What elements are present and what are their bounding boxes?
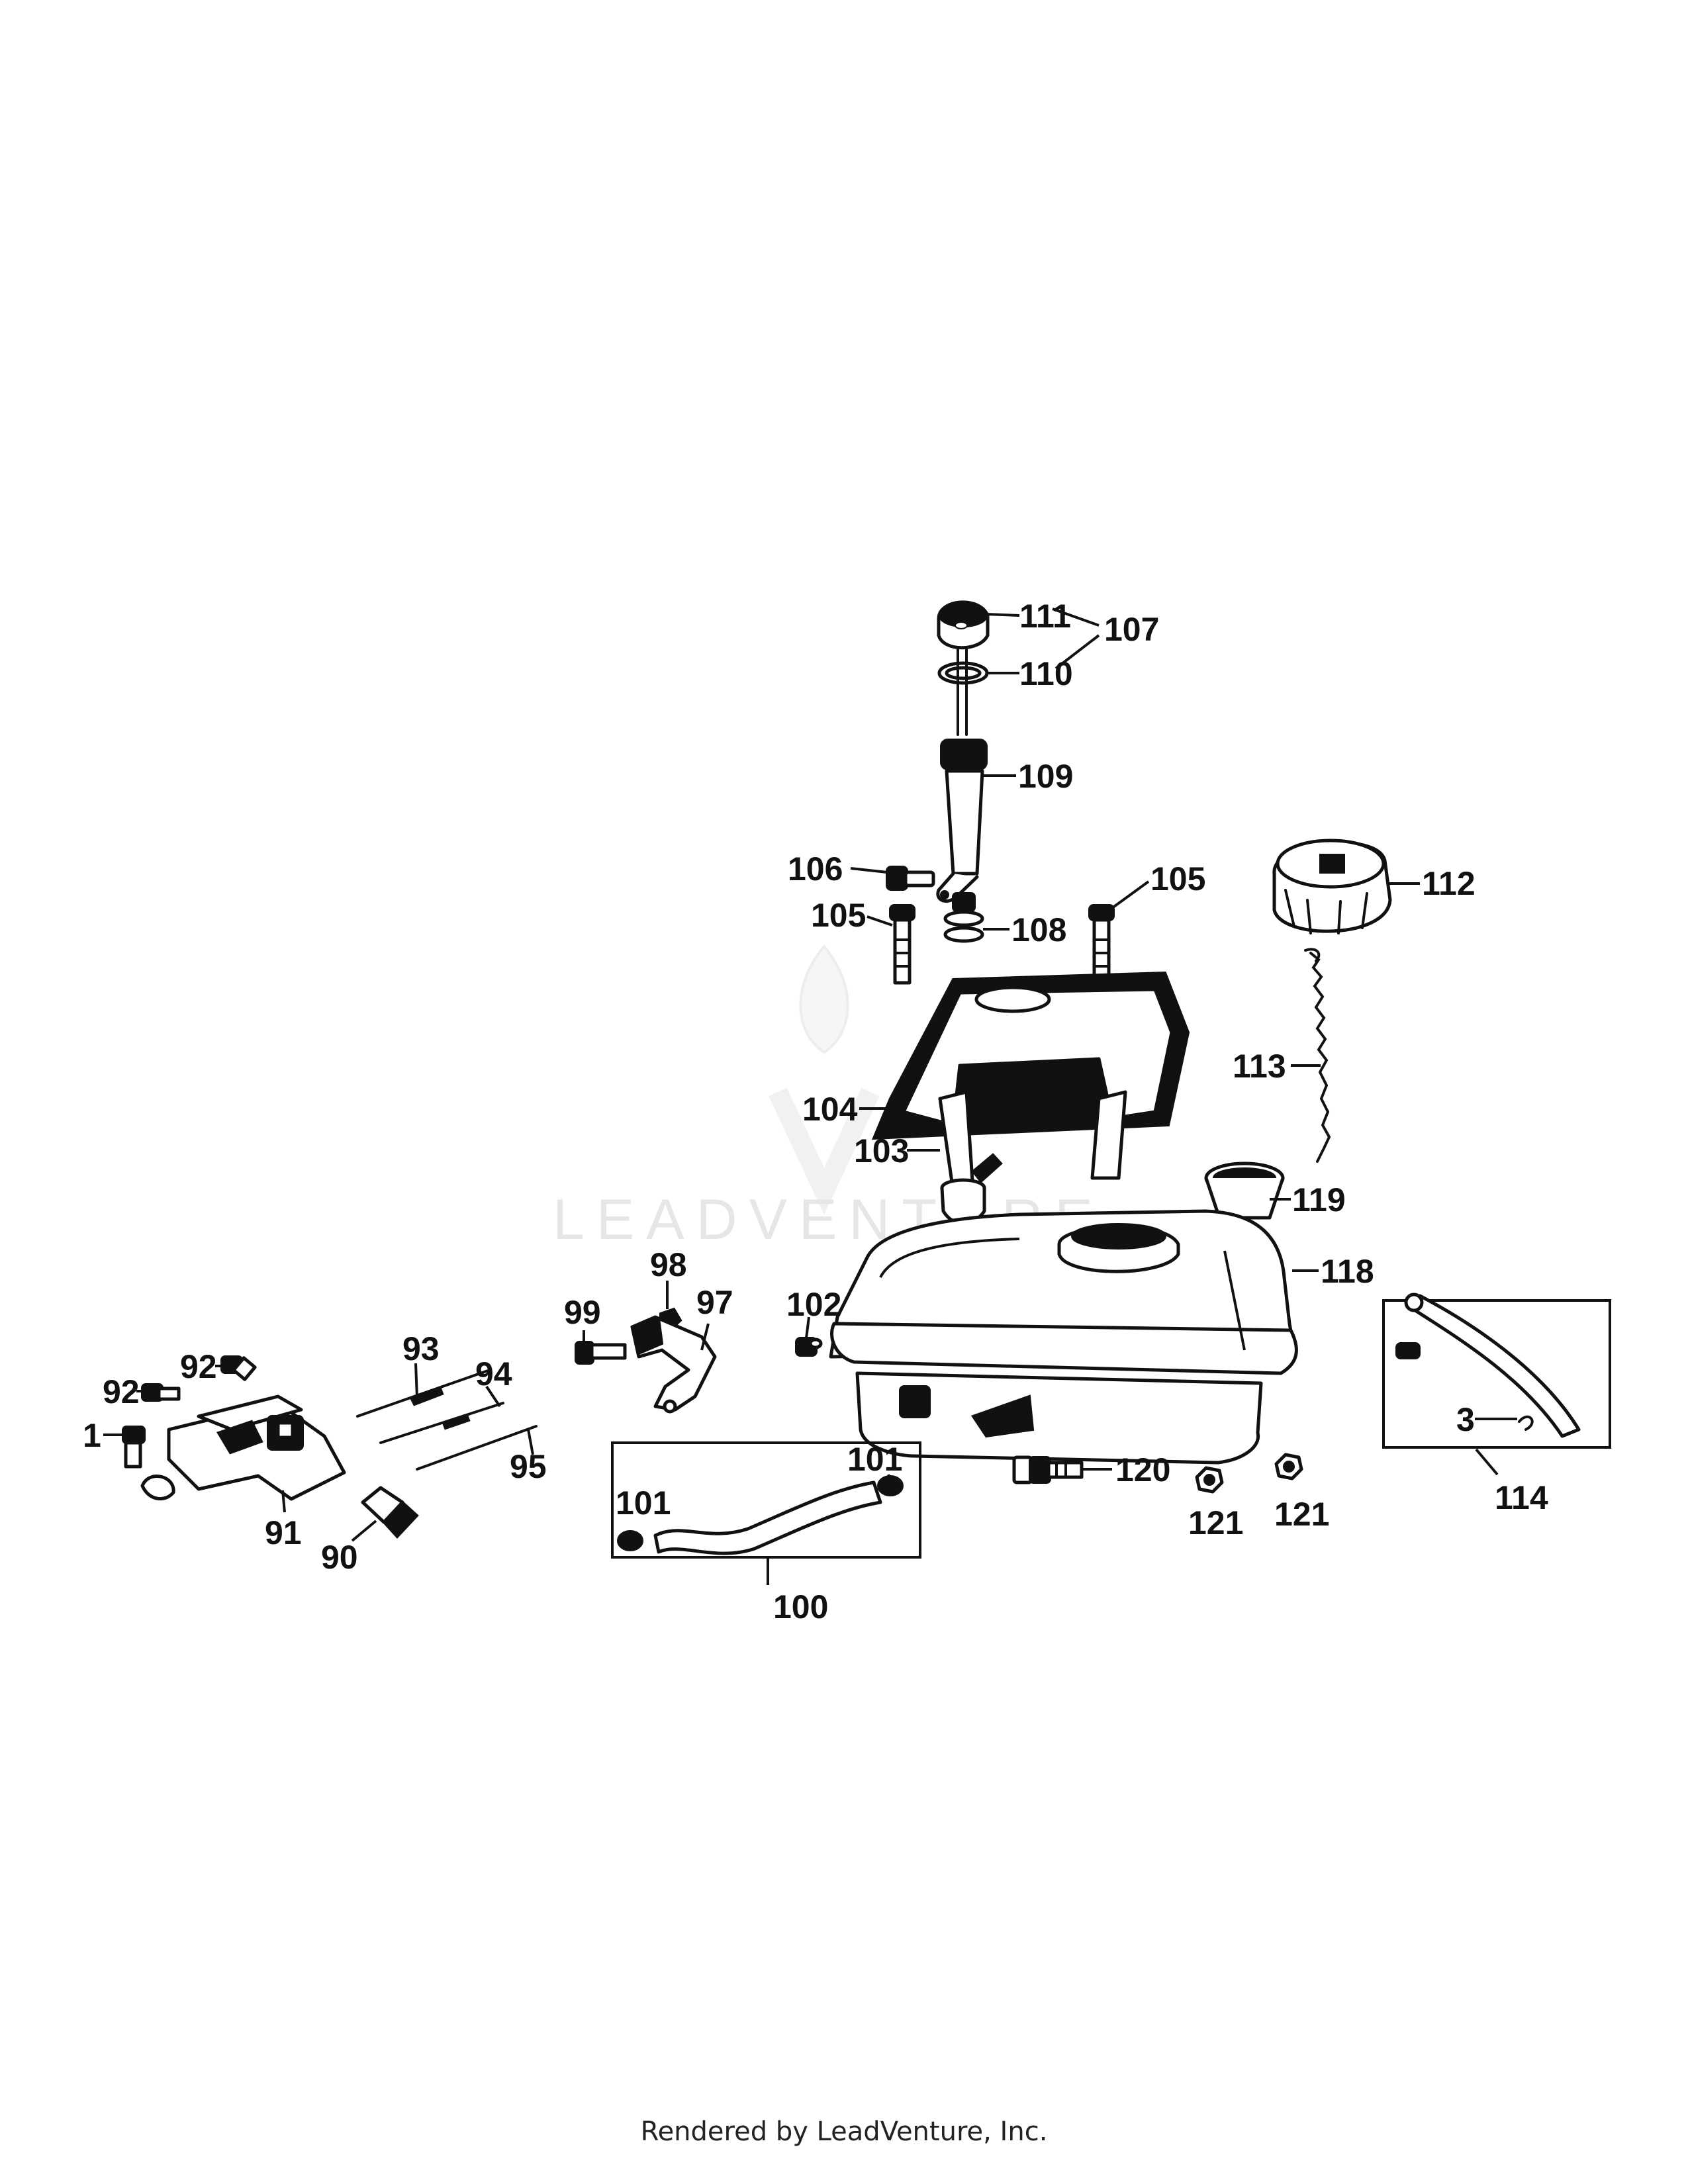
part-91-control-plate (140, 1394, 346, 1501)
part-92-bolt-right (220, 1355, 257, 1381)
callout-106: 106 (788, 850, 843, 887)
callout-118: 118 (1321, 1253, 1374, 1290)
footer-credit: Rendered by LeadVenture, Inc. (640, 2116, 1048, 2147)
callout-95: 95 (510, 1448, 547, 1485)
callout-102: 102 (786, 1286, 841, 1323)
part-108-seal-rings (943, 892, 984, 943)
callout-104: 104 (802, 1091, 858, 1128)
callout-105-left: 105 (811, 897, 866, 934)
leader-lines (103, 608, 1517, 1585)
callout-107: 107 (1104, 611, 1159, 648)
part-111-dipstick-cap (937, 600, 990, 650)
callout-92-left: 92 (103, 1373, 140, 1410)
callout-121-left: 121 (1188, 1504, 1243, 1541)
part-94-spring (379, 1402, 504, 1444)
part-118-fuel-tank (829, 1209, 1298, 1465)
part-105-bolt-right (1088, 904, 1115, 985)
callout-114: 114 (1495, 1479, 1548, 1516)
part-113-retainer-chain (1304, 948, 1331, 1163)
part-95-rod (416, 1425, 538, 1471)
callout-119: 119 (1292, 1181, 1346, 1218)
callout-90: 90 (321, 1539, 358, 1576)
callout-112: 112 (1422, 865, 1476, 902)
callout-105-right: 105 (1150, 860, 1205, 897)
callout-110: 110 (1019, 655, 1073, 692)
part-99-bolt (575, 1341, 627, 1365)
part-120-drain-bolt (1012, 1455, 1084, 1484)
callout-111: 111 (1019, 598, 1071, 635)
callout-103: 103 (854, 1132, 909, 1169)
part-1-bolt (122, 1426, 146, 1469)
part-90-control-knob (361, 1486, 419, 1539)
part-100-fuel-hose-kit (611, 1441, 921, 1559)
part-102-fitting (795, 1337, 823, 1357)
callout-98: 98 (650, 1246, 687, 1283)
callout-113: 113 (1233, 1048, 1286, 1085)
callout-92-right: 92 (180, 1348, 217, 1385)
callout-1: 1 (83, 1417, 101, 1454)
part-93-spring (356, 1369, 491, 1418)
callout-94: 94 (475, 1355, 512, 1392)
callout-99: 99 (564, 1294, 601, 1331)
callout-109: 109 (1018, 758, 1073, 795)
callout-3: 3 (1456, 1401, 1475, 1438)
part-114-fuel-line-kit (1382, 1293, 1611, 1449)
part-110-o-ring (937, 661, 989, 685)
callout-121-right: 121 (1274, 1496, 1329, 1533)
callout-120: 120 (1115, 1451, 1170, 1488)
part-92-bolt-left (141, 1383, 181, 1402)
callout-91: 91 (265, 1514, 302, 1551)
callout-100: 100 (773, 1588, 828, 1625)
part-97-bracket (630, 1315, 717, 1414)
part-121-nut-right (1274, 1453, 1303, 1480)
part-112-fuel-cap (1272, 839, 1392, 934)
part-109-dipstick-tube (936, 647, 988, 903)
part-104-heat-shield (871, 971, 1190, 1193)
callout-101-left: 101 (616, 1484, 671, 1522)
callout-108: 108 (1011, 911, 1066, 948)
part-121-nut-left (1195, 1466, 1224, 1494)
callout-97: 97 (696, 1284, 733, 1321)
part-106-bolt (886, 866, 935, 891)
part-119-strainer (1204, 1161, 1285, 1220)
callout-93: 93 (402, 1330, 440, 1367)
watermark-logo (769, 944, 880, 1215)
part-105-bolt-left (889, 904, 915, 985)
callout-101-right: 101 (847, 1441, 902, 1478)
